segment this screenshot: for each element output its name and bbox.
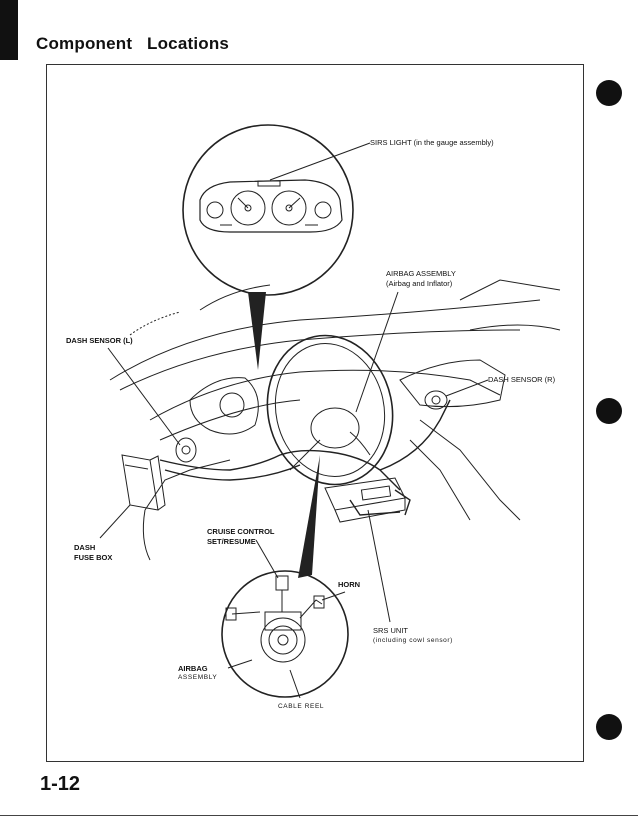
label-cruise-control-2: SET/RESUME [207, 537, 256, 546]
label-dash-sensor-left: DASH SENSOR (L) [66, 336, 133, 345]
label-dash-sensor-right: DASH SENSOR (R) [488, 375, 556, 384]
dash-sensor-right [424, 390, 448, 410]
steering-wheel [266, 334, 394, 486]
label-srs-unit-1: SRS UNIT [373, 626, 409, 635]
label-dash-fuse-box-1: DASH [74, 543, 96, 552]
label-cable-reel: CABLE REEL [278, 703, 325, 710]
label-cruise-control-1: CRUISE CONTROL [207, 527, 275, 536]
cable-reel-magnifier [221, 570, 349, 698]
label-airbag-assembly-top-1: AIRBAG ASSEMBLY [386, 269, 456, 278]
gauge-magnifier [182, 124, 354, 296]
label-airbag-assembly-top-2: (Airbag and Inflator) [386, 279, 453, 288]
page-number: 1-12 [40, 773, 81, 795]
bottom-rule [0, 815, 638, 816]
label-dash-fuse-box-2: FUSE BOX [74, 553, 113, 562]
dash-fuse-box [121, 454, 166, 511]
label-horn: HORN [338, 580, 361, 589]
binder-hole-middle [596, 398, 622, 424]
label-airbag-assembly-bottom-1: AIRBAG [178, 664, 208, 673]
srs-unit [324, 477, 406, 523]
page-title: Component Locations [36, 34, 230, 53]
wiring-harness [159, 399, 451, 516]
label-srs-light: SIRS LIGHT (in the gauge assembly) [370, 138, 494, 147]
binder-hole-bottom [596, 714, 622, 740]
diagram-frame [46, 64, 584, 762]
label-srs-unit-2: (including cowl sensor) [373, 637, 453, 644]
page-edge-bar [0, 0, 18, 60]
dash-sensor-left [175, 437, 197, 463]
dashboard-outline [109, 279, 561, 561]
binder-hole-top [596, 80, 622, 106]
label-airbag-assembly-bottom-2: ASSEMBLY [178, 674, 218, 681]
